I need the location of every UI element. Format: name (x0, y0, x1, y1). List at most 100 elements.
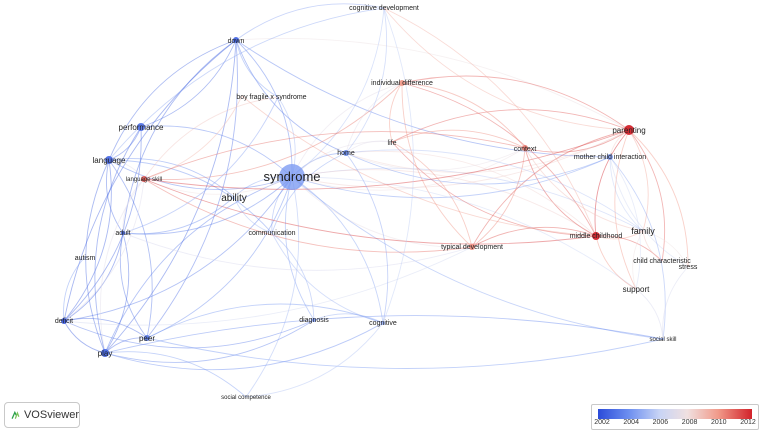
label-home[interactable]: home (337, 150, 355, 157)
edge-syndrome-deficit (63, 176, 293, 322)
node-syndrome[interactable] (279, 164, 305, 190)
node-adult[interactable] (121, 231, 125, 235)
label-middle-childhood[interactable]: middle childhood (570, 233, 623, 240)
edge-syndrome-social-skill (291, 176, 664, 340)
edge-down-adult (122, 39, 237, 234)
legend-tick-2006: 2006 (652, 419, 669, 426)
edge-diagnosis-cognitive (313, 313, 384, 324)
edge-fragile-x-language-skill (143, 96, 279, 180)
edge-down-home (235, 39, 347, 154)
edge-peer-adult (119, 232, 148, 339)
edge-context-family (524, 147, 644, 232)
edge-typical-development-life (391, 141, 473, 248)
node-home[interactable] (343, 150, 349, 156)
label-ability[interactable]: ability (221, 193, 247, 204)
edge-individual-difference-typical-development (401, 82, 473, 248)
edge-parenting-child-characteristic (628, 129, 666, 262)
label-boy[interactable]: boy (236, 94, 248, 101)
edge-context-life (391, 129, 526, 149)
label-support[interactable]: support (623, 285, 650, 294)
edge-ability-language (108, 158, 235, 198)
label-fragile-x[interactable]: fragile x syndrome (249, 94, 306, 101)
edge-layer (63, 3, 689, 398)
edge-middle-childhood-home (345, 150, 597, 237)
edge-middle-childhood-individual-difference (401, 82, 597, 237)
label-family[interactable]: family (631, 226, 655, 236)
edge-language-performance (108, 126, 142, 161)
node-typical-development[interactable] (469, 244, 475, 250)
edge-home-mother-child (345, 152, 611, 185)
label-language[interactable]: language (93, 156, 126, 165)
label-cognitive-development[interactable]: cognitive development (349, 5, 419, 12)
edge-parenting-life (391, 109, 630, 143)
label-mother-child[interactable]: mother child interaction (574, 154, 646, 161)
node-middle-childhood[interactable] (592, 232, 600, 240)
label-language-skill[interactable]: language skill (126, 177, 162, 183)
edge-parenting-family (628, 129, 649, 232)
node-language-skill[interactable] (141, 176, 147, 182)
edge-play-diagnosis (104, 319, 315, 363)
label-social-skill[interactable]: social skill (649, 337, 676, 343)
node-layer (61, 37, 664, 357)
label-down[interactable]: down (228, 38, 245, 45)
label-context[interactable]: context (514, 146, 537, 153)
node-diagnosis[interactable] (312, 318, 316, 322)
node-language[interactable] (105, 156, 113, 164)
node-cognitive[interactable] (381, 321, 385, 325)
edge-parenting-support (614, 129, 637, 290)
label-diagnosis[interactable]: diagnosis (299, 317, 329, 324)
edge-context-home (345, 147, 526, 171)
label-child-characteristic[interactable]: child characteristic (633, 258, 691, 265)
node-peer[interactable] (144, 335, 150, 341)
node-parenting[interactable] (624, 125, 634, 135)
node-social-skill[interactable] (662, 338, 664, 340)
edge-syndrome-play (104, 176, 293, 354)
edge-middle-childhood-family (595, 230, 644, 240)
label-peer[interactable]: peer (139, 334, 155, 343)
edge-language-skill-play (100, 178, 145, 354)
node-mother-child[interactable] (607, 154, 613, 160)
label-stress[interactable]: stress (679, 264, 698, 271)
label-cognitive[interactable]: cognitive (369, 320, 397, 327)
node-performance[interactable] (137, 123, 145, 131)
label-performance[interactable]: performance (119, 123, 164, 132)
label-deficit[interactable]: deficit (55, 318, 73, 325)
edge-play-adult (104, 232, 130, 354)
label-social-competence[interactable]: social competence (221, 395, 271, 401)
node-down[interactable] (233, 37, 239, 43)
label-life[interactable]: life (388, 140, 397, 147)
label-adult[interactable]: adult (115, 230, 130, 237)
edge-syndrome-peer (146, 176, 293, 339)
edge-middle-childhood-boy (241, 95, 597, 237)
edge-parenting-context (524, 129, 630, 153)
edge-down-performance (140, 39, 237, 128)
label-typical-development[interactable]: typical development (441, 244, 503, 251)
label-autism[interactable]: autism (75, 255, 96, 262)
edge-play-social-competence (104, 351, 247, 398)
node-context[interactable] (522, 145, 528, 151)
edge-syndrome-language (108, 159, 293, 190)
node-individual-difference[interactable] (399, 80, 405, 86)
label-communication[interactable]: communication (248, 230, 295, 237)
label-syndrome[interactable]: syndrome (263, 169, 320, 184)
edge-individual-difference-language-skill (143, 82, 403, 181)
edge-parenting-stress (628, 129, 689, 268)
vosviewer-logo[interactable]: VOSviewer (4, 402, 80, 428)
edge-middle-childhood-context (524, 147, 597, 237)
node-play[interactable] (101, 349, 109, 357)
label-play[interactable]: play (98, 349, 113, 358)
label-parenting[interactable]: parenting (612, 126, 645, 135)
label-individual-difference[interactable]: individual difference (371, 80, 433, 87)
edge-down-cognitive-development (235, 3, 385, 41)
edge-stress-social-skill (662, 266, 689, 340)
edge-language-skill-adult (122, 178, 145, 234)
node-deficit[interactable] (61, 318, 67, 324)
edge-middle-childhood-language-skill (143, 178, 597, 245)
edge-peer-social-skill (146, 337, 664, 369)
edge-typical-development-deficit (63, 246, 473, 326)
edge-play-social-skill (104, 315, 664, 354)
edge-parenting-typical-development (471, 129, 630, 248)
edge-parenting-home (345, 129, 630, 173)
